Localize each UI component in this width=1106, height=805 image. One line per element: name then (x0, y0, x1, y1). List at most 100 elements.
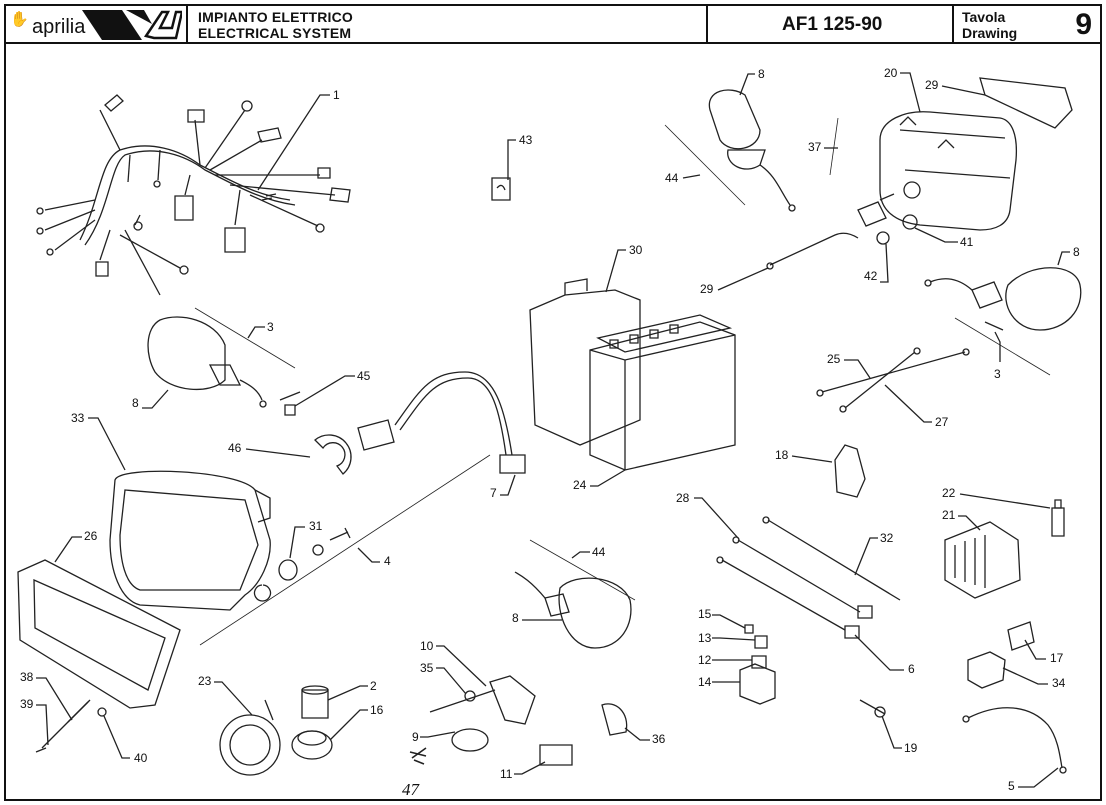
battery (589, 314, 736, 471)
callout-29a: 29 (925, 78, 986, 96)
svg-text:12: 12 (698, 653, 712, 667)
svg-text:31: 31 (309, 519, 323, 533)
callout-45: 45 (294, 369, 371, 407)
svg-text:2: 2 (370, 679, 377, 693)
svg-text:5: 5 (1008, 779, 1015, 793)
svg-text:3: 3 (994, 367, 1001, 381)
svg-text:11: 11 (500, 767, 513, 781)
cable-25 (816, 348, 970, 397)
tavola-label: Tavola (962, 9, 1006, 25)
callout-25: 25 (827, 352, 871, 379)
hand-icon: ✋ (10, 11, 29, 28)
table-number-box: Tavola Drawing 9 (954, 4, 1102, 44)
callout-44b: 44 (571, 545, 606, 559)
callout-44a: 44 (665, 171, 701, 185)
svg-text:46: 46 (228, 441, 242, 455)
logo-box: ✋ aprilia (4, 4, 188, 44)
callout-19: 19 (881, 715, 918, 755)
callout-26: 26 (54, 529, 98, 563)
callout-18: 18 (775, 448, 833, 463)
callout-41: 41 (914, 227, 974, 249)
callout-8c: 8 (132, 389, 169, 410)
clip-43 (491, 177, 511, 201)
headlight (109, 470, 272, 611)
callout-43: 43 (507, 133, 533, 180)
callout-23: 23 (198, 674, 253, 716)
svg-text:29: 29 (925, 78, 939, 92)
svg-text:39: 39 (20, 697, 34, 711)
svg-text:15: 15 (698, 607, 712, 621)
callout-35: 35 (420, 661, 467, 695)
cap-16 (291, 730, 333, 760)
callout-14: 14 (698, 675, 740, 689)
callout-42: 42 (864, 243, 889, 283)
callout-3b: 3 (247, 320, 274, 339)
svg-text:13: 13 (698, 631, 712, 645)
wire-29 (766, 232, 859, 270)
svg-text:8: 8 (512, 611, 519, 625)
callout-27: 27 (884, 384, 949, 429)
callout-17: 17 (1024, 639, 1064, 665)
callout-37: 37 (808, 140, 838, 154)
bulb-socket-37 (857, 193, 895, 227)
callout-29b: 29 (700, 267, 769, 296)
svg-text:33: 33 (71, 411, 85, 425)
svg-text:19: 19 (904, 741, 918, 755)
turn-signal-rear-right (924, 267, 1082, 331)
callout-22: 22 (942, 486, 1051, 509)
svg-text:42: 42 (864, 269, 878, 283)
callout-38: 38 (20, 670, 73, 721)
relay-parts (739, 624, 776, 705)
callout-2: 2 (327, 679, 377, 701)
callout-10: 10 (420, 639, 487, 687)
cable-6 (716, 556, 860, 639)
svg-text:8: 8 (1073, 245, 1080, 259)
bulb-42 (876, 231, 890, 245)
ground-cable-5 (962, 707, 1067, 774)
drawing-frame (4, 44, 1102, 801)
ignition-parts (429, 675, 628, 766)
svg-text:37: 37 (808, 140, 822, 154)
callout-8d: 8 (512, 611, 562, 625)
svg-text:41: 41 (960, 235, 974, 249)
svg-text:44: 44 (592, 545, 606, 559)
tail-light (879, 111, 1018, 231)
drawing-number: 9 (1075, 8, 1092, 41)
cable-28 (732, 536, 873, 619)
callout-32: 32 (854, 531, 894, 576)
callout-24: 24 (573, 469, 626, 492)
callout-12: 12 (698, 653, 752, 667)
svg-text:43: 43 (519, 133, 533, 147)
svg-text:20: 20 (884, 66, 898, 80)
license-plate-light-lens (979, 77, 1073, 129)
wiring-harness (36, 94, 351, 296)
callout-28: 28 (676, 491, 739, 539)
model-box: AF1 125-90 (708, 4, 954, 44)
svg-text:8: 8 (758, 67, 765, 81)
bulb-holder-46 (314, 434, 352, 475)
turn-signal-front-left (147, 316, 267, 408)
svg-text:4: 4 (384, 554, 391, 568)
svg-text:3: 3 (267, 320, 274, 334)
aprilia-logo-mark (82, 10, 182, 40)
svg-text:9: 9 (412, 730, 419, 744)
bulb-41 (902, 214, 918, 230)
brand-name: aprilia (32, 16, 86, 38)
model-code: AF1 125-90 (782, 14, 883, 35)
callout-11: 11 (500, 761, 546, 781)
svg-text:22: 22 (942, 486, 956, 500)
svg-text:38: 38 (20, 670, 34, 684)
svg-text:25: 25 (827, 352, 841, 366)
turn-signal-front-right (514, 571, 632, 649)
callout-36: 36 (624, 727, 666, 746)
svg-text:32: 32 (880, 531, 894, 545)
callout-6: 6 (854, 634, 915, 676)
drawing-title-box: IMPIANTO ELETTRICO ELECTRICAL SYSTEM (188, 4, 708, 44)
callout-5: 5 (1008, 767, 1059, 793)
callout-9: 9 (412, 730, 456, 744)
svg-text:47: 47 (402, 780, 421, 799)
callout-1: 1 (257, 88, 340, 191)
callout-4: 4 (357, 547, 391, 568)
callout-40: 40 (103, 715, 148, 765)
callout-7: 7 (490, 474, 516, 500)
